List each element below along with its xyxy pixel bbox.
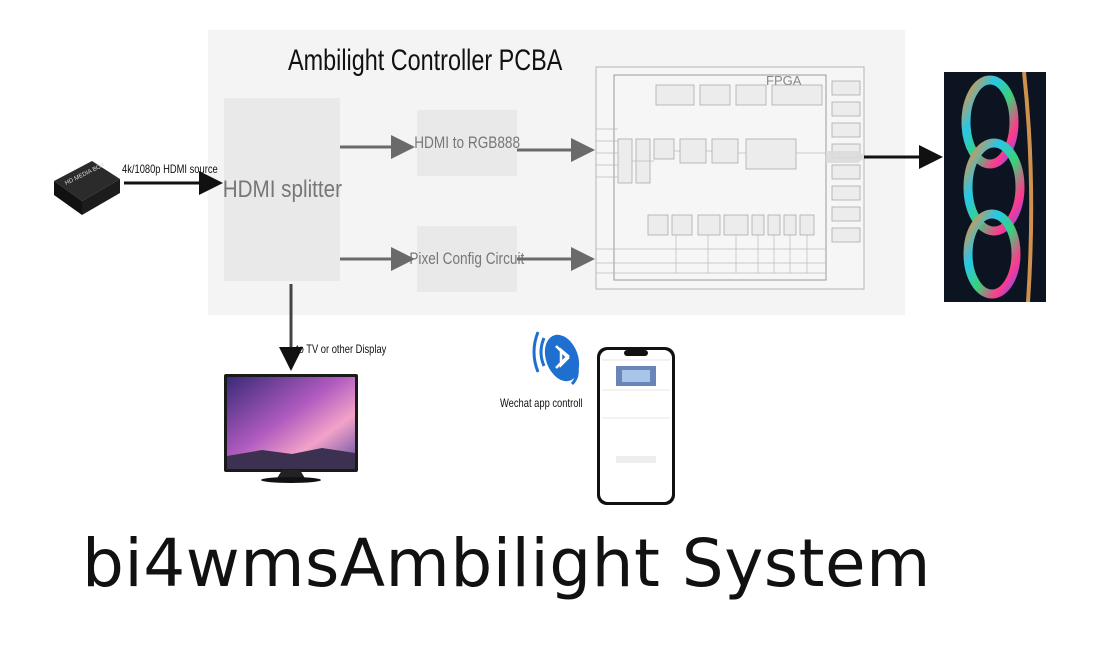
hdmi-to-rgb-block: HDMI to RGB888 bbox=[414, 110, 520, 176]
led-strip-icon bbox=[944, 71, 1046, 303]
display-label: to TV or other Display bbox=[296, 342, 387, 356]
pcba-title: Ambilight Controller PCBA bbox=[288, 44, 563, 77]
fpga-schematic: FPGA bbox=[595, 66, 866, 290]
fpga-label: FPGA bbox=[766, 73, 802, 88]
hdmi-splitter-block: HDMI splitter bbox=[222, 98, 342, 281]
tv-icon bbox=[224, 374, 358, 483]
phone-icon bbox=[597, 347, 675, 505]
bluetooth-icon bbox=[532, 331, 580, 386]
hdmi-splitter-label: HDMI splitter bbox=[222, 175, 342, 203]
app-label: Wechat app controll bbox=[500, 396, 583, 410]
source-label: 4k/1080p HDMI source bbox=[122, 162, 218, 176]
pixel-config-label: Pixel Config Circuit bbox=[409, 249, 525, 268]
system-title: bi4wmsAmbilight System bbox=[82, 525, 931, 602]
pixel-config-block: Pixel Config Circuit bbox=[410, 226, 524, 292]
hdmi-to-rgb-label: HDMI to RGB888 bbox=[414, 133, 520, 152]
media-box-icon: HD MEDIA BOX bbox=[54, 161, 120, 215]
